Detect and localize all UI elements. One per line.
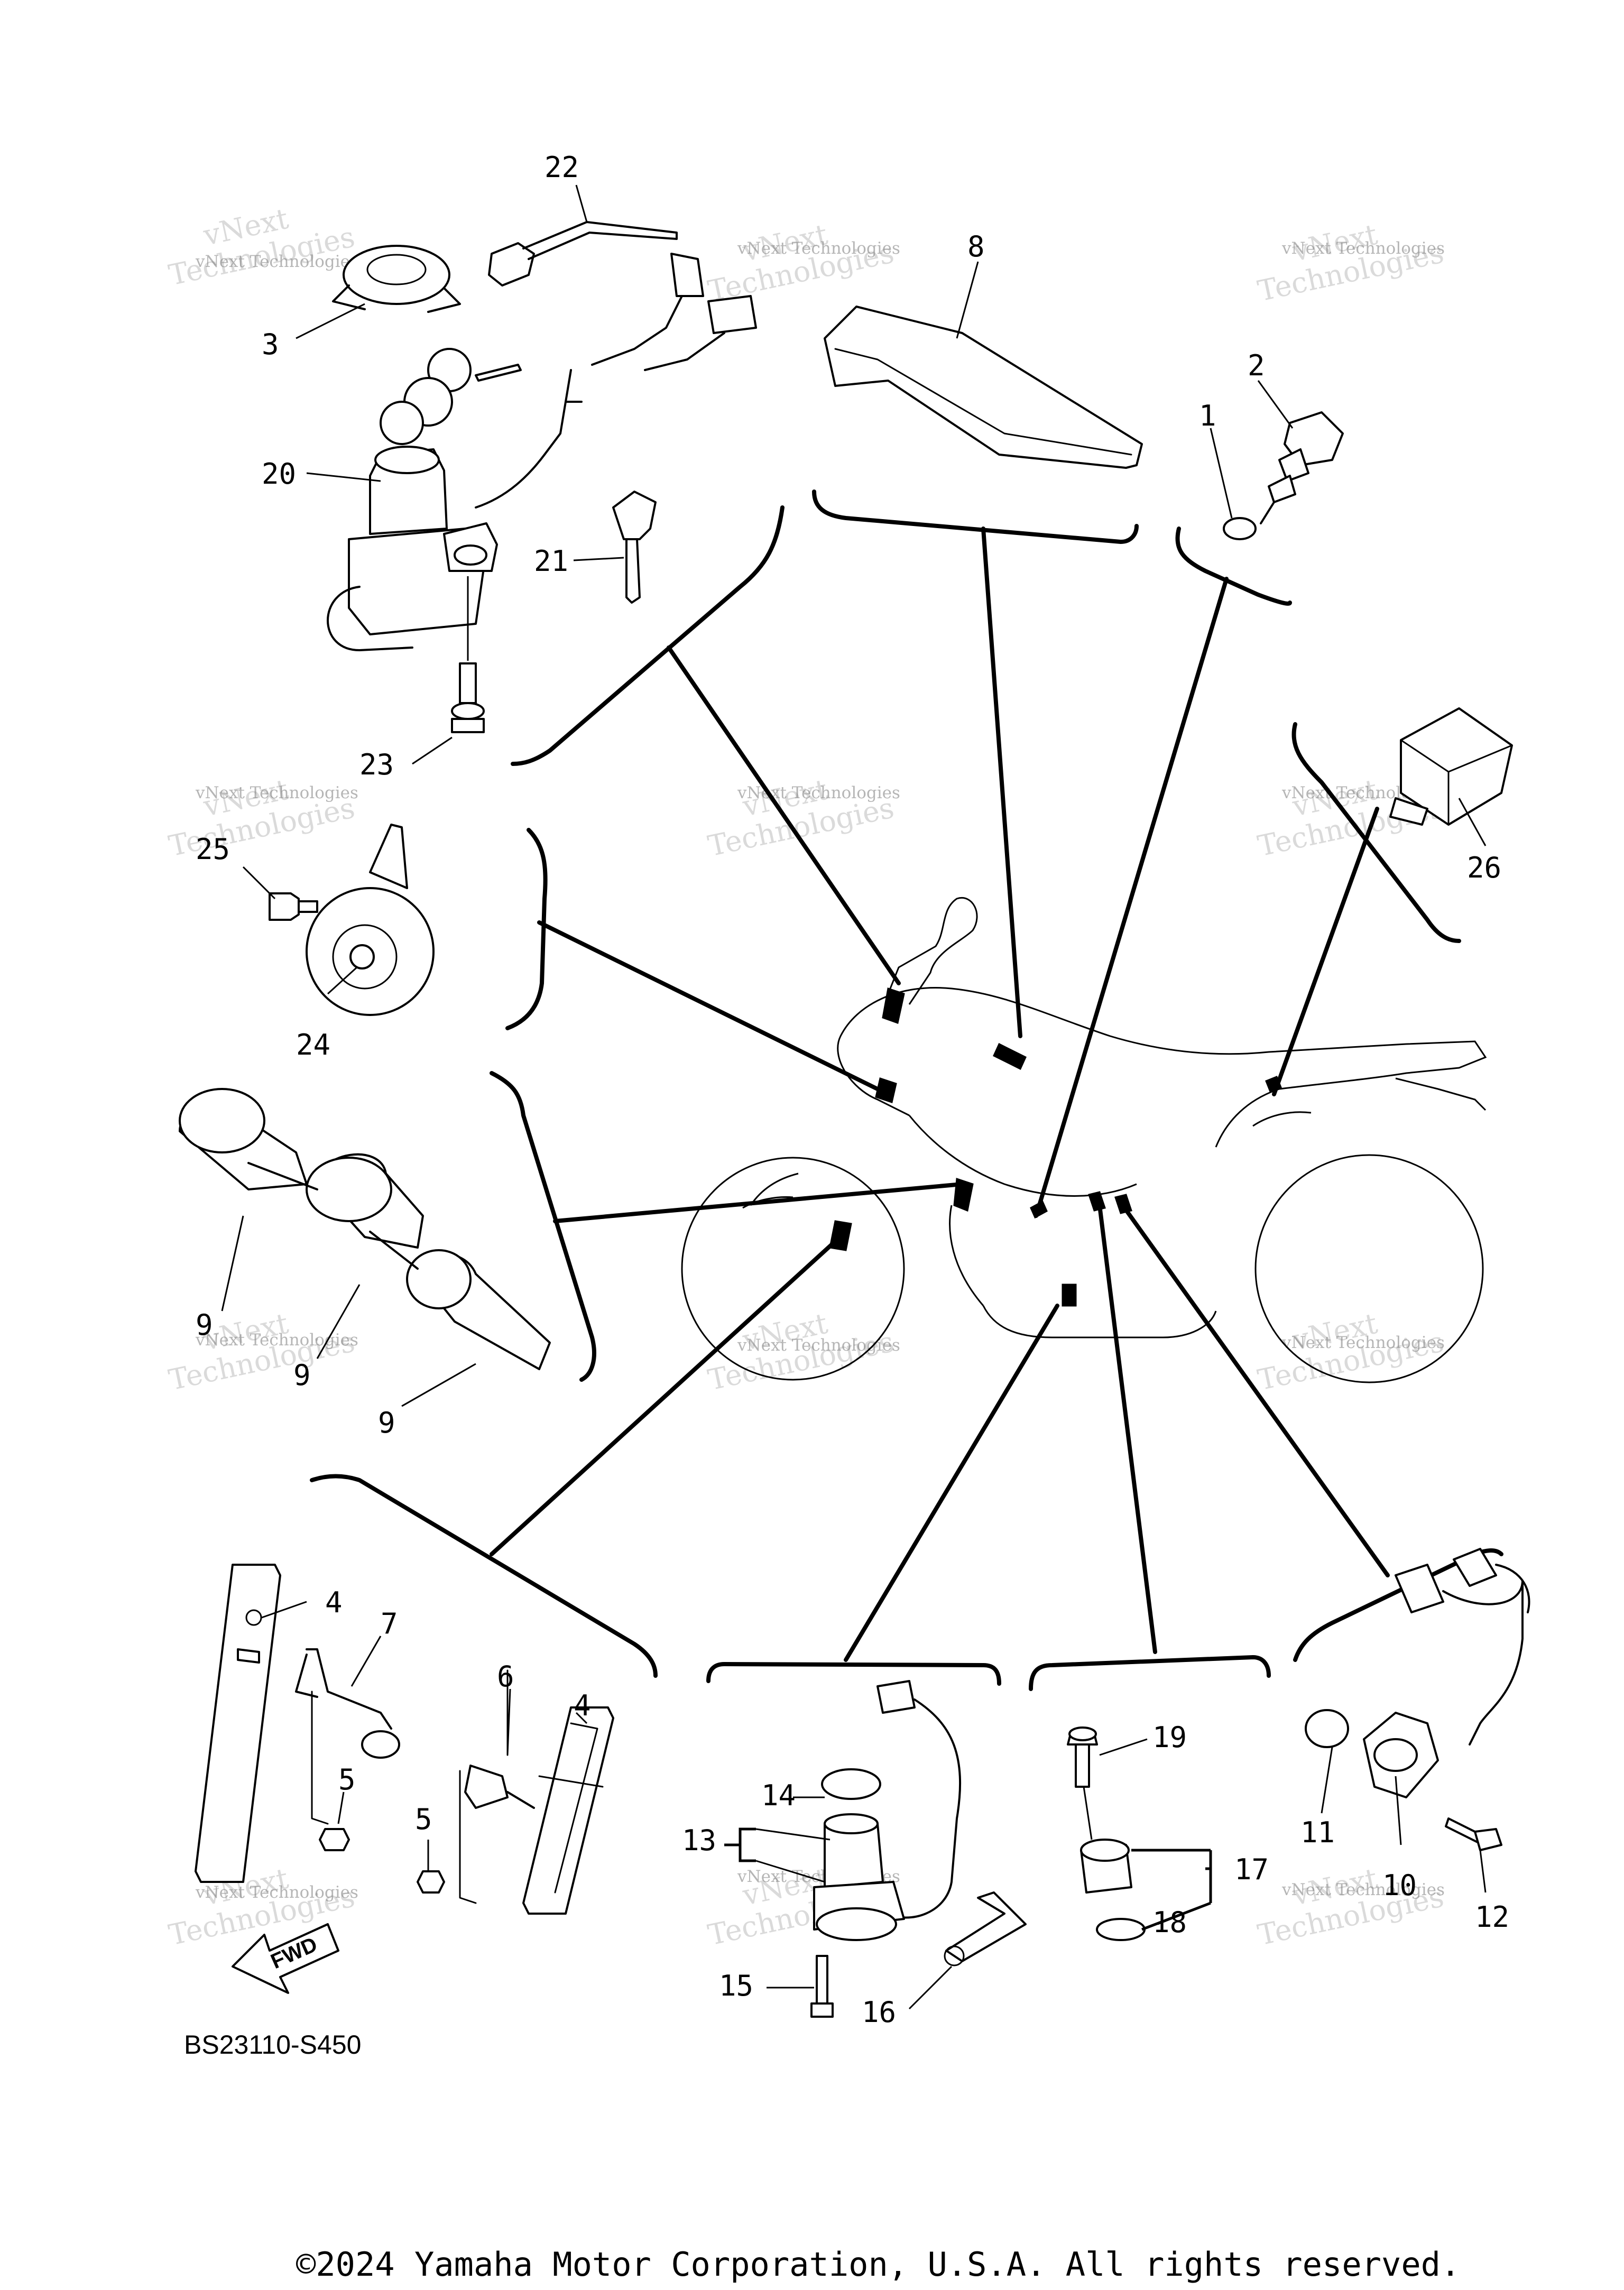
front-wheel bbox=[681, 1157, 905, 1381]
label-part-5: 5 bbox=[415, 1803, 432, 1836]
label-part-9: 9 bbox=[196, 1308, 213, 1342]
label-part-7: 7 bbox=[381, 1607, 398, 1640]
label-part-18: 18 bbox=[1152, 1906, 1187, 1939]
copyright-notice: ©2024 Yamaha Motor Corporation, U.S.A. A… bbox=[296, 2245, 1460, 2284]
label-part-24: 24 bbox=[296, 1028, 330, 1061]
marker-relay bbox=[1265, 1076, 1282, 1093]
watermark-caption: vNext Technologies bbox=[1281, 1880, 1445, 1899]
watermark-caption: vNext Technologies bbox=[737, 1336, 900, 1355]
watermark-caption: vNext Technologies bbox=[195, 1331, 358, 1350]
label-part-5: 5 bbox=[338, 1763, 356, 1796]
part-number-labels: 1 2 3 4 4 5 5 6 7 8 9 9 9 10 11 12 13 14… bbox=[196, 151, 1509, 2029]
marker-bolt bbox=[1088, 1191, 1106, 1212]
part-ignition-coils bbox=[179, 1088, 551, 1407]
label-part-22: 22 bbox=[545, 151, 579, 184]
part-stand-switch-plates bbox=[195, 1564, 614, 1915]
watermark-caption: vNext Technologies bbox=[195, 783, 358, 802]
marker-horn bbox=[875, 1077, 897, 1103]
part-key bbox=[573, 491, 657, 604]
label-part-15: 15 bbox=[719, 1969, 753, 2002]
label-part-9: 9 bbox=[293, 1359, 311, 1392]
callout-lines bbox=[490, 527, 1390, 1662]
marker-coil bbox=[953, 1177, 974, 1212]
watermarks: vNext Technologies vNext Technologies vN… bbox=[166, 202, 1447, 1952]
rear-wheel bbox=[1254, 1154, 1484, 1383]
part-bolt-23 bbox=[412, 576, 485, 765]
marker-sensor bbox=[1030, 1200, 1048, 1219]
watermark-caption: vNext Technologies bbox=[195, 1883, 358, 1902]
label-part-14: 14 bbox=[761, 1779, 796, 1812]
watermark-caption: vNext Technologies bbox=[737, 239, 900, 258]
label-part-1: 1 bbox=[1199, 399, 1216, 432]
label-part-9: 9 bbox=[378, 1406, 395, 1439]
part-key-cover bbox=[296, 245, 461, 339]
label-part-3: 3 bbox=[262, 328, 279, 361]
diagram-reference-code: BS23110-S450 bbox=[184, 2030, 361, 2060]
label-part-13: 13 bbox=[682, 1824, 716, 1857]
part-sensor bbox=[1210, 380, 1344, 540]
part-relay bbox=[1389, 707, 1513, 846]
tail-outline bbox=[1395, 1077, 1487, 1111]
fender-outline bbox=[742, 1111, 1312, 1209]
label-part-21: 21 bbox=[534, 544, 568, 578]
marker-pickup bbox=[1114, 1194, 1132, 1214]
label-part-4: 4 bbox=[574, 1689, 591, 1722]
part-pickup-sensor bbox=[1305, 1548, 1530, 1893]
watermark-caption: vNext Technologies bbox=[1281, 239, 1445, 258]
marker-neutral-switch bbox=[1062, 1283, 1077, 1307]
label-part-16: 16 bbox=[862, 1996, 896, 2029]
watermark-caption: vNext Technologies bbox=[195, 252, 358, 271]
label-part-23: 23 bbox=[359, 748, 394, 781]
marker-stand-switch bbox=[829, 1220, 852, 1251]
motorcycle-outline bbox=[681, 897, 1487, 1383]
label-part-19: 19 bbox=[1152, 1721, 1187, 1754]
label-part-4: 4 bbox=[325, 1586, 343, 1619]
watermark-caption: vNext Technologies bbox=[1281, 1333, 1445, 1352]
part-horn bbox=[242, 824, 435, 1016]
label-part-25: 25 bbox=[196, 833, 230, 866]
label-part-17: 17 bbox=[1234, 1853, 1269, 1886]
part-ecu bbox=[824, 261, 1143, 469]
part-sensor-plug bbox=[1067, 1726, 1212, 1941]
label-part-8: 8 bbox=[967, 230, 985, 263]
label-part-11: 11 bbox=[1300, 1816, 1335, 1849]
label-part-12: 12 bbox=[1475, 1900, 1509, 1934]
label-part-20: 20 bbox=[262, 457, 296, 491]
marker-ecu bbox=[993, 1042, 1027, 1070]
handlebar-outline bbox=[887, 897, 978, 1005]
label-part-2: 2 bbox=[1248, 349, 1265, 382]
part-neutral-switch bbox=[724, 1680, 1027, 2018]
body-outline bbox=[750, 986, 1487, 1338]
group-brackets bbox=[310, 490, 1503, 1691]
label-part-10: 10 bbox=[1382, 1869, 1417, 1902]
label-part-26: 26 bbox=[1467, 851, 1501, 884]
label-part-6: 6 bbox=[497, 1660, 514, 1693]
marker-main-switch bbox=[882, 987, 905, 1024]
part-cable-band bbox=[488, 184, 678, 287]
part-main-switch bbox=[306, 253, 757, 651]
bike-location-markers bbox=[829, 987, 1282, 1307]
